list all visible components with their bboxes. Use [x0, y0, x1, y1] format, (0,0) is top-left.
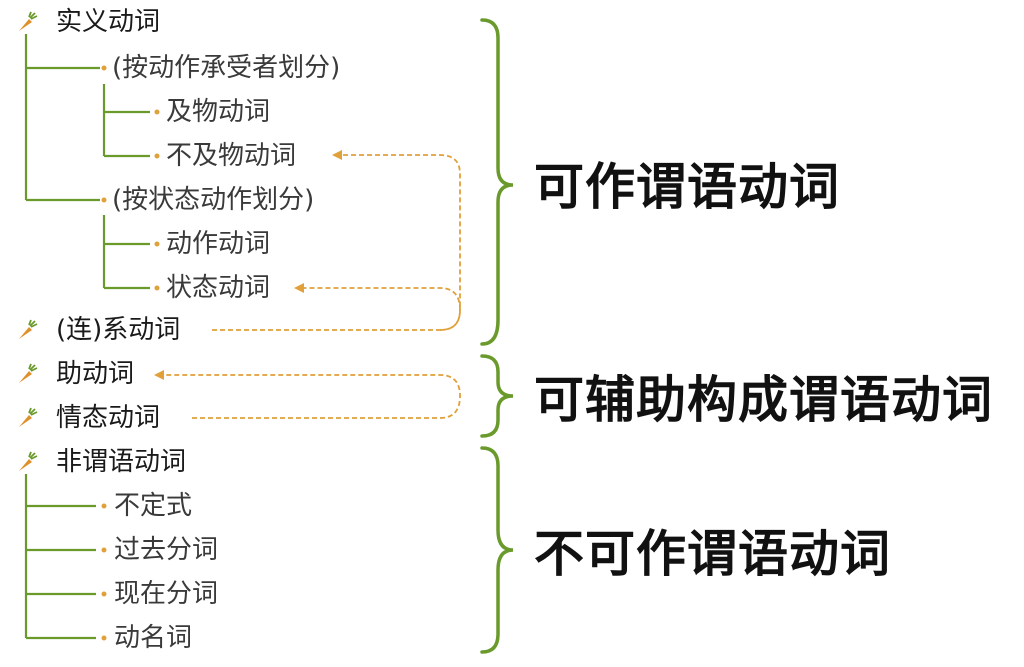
- group-braces: [480, 18, 514, 654]
- node-shiyi: 实义动词: [56, 7, 161, 37]
- bullet-dot: [101, 65, 107, 71]
- node-qingtai: 情态动词: [56, 403, 161, 433]
- node-guoqu: 过去分词: [114, 535, 219, 565]
- connector-feiweiyu-trunk: [24, 474, 96, 640]
- connector-shiyi-trunk: [24, 34, 100, 202]
- arrow-lianxi-to-zhuangtai: [300, 287, 461, 331]
- arrow-qingtai-to-zhu: [160, 374, 461, 419]
- bullet-dot: [154, 285, 160, 291]
- node-feiweiyu: 非谓语动词: [56, 447, 187, 477]
- group-label-g2: 可辅助构成谓语动词: [534, 371, 993, 429]
- tree-connectors: [24, 34, 150, 640]
- node-anchengshou: (按动作承受者划分): [112, 53, 341, 83]
- bullet-dot: [101, 197, 107, 203]
- carrot-icon: [19, 11, 38, 31]
- bullet-dot: [101, 635, 107, 641]
- carrot-icon: [19, 407, 38, 427]
- node-lianxi: (连)系动词: [56, 315, 181, 345]
- connector-anchengshou-trunk: [102, 84, 150, 158]
- bullet-dot: [154, 241, 160, 247]
- arrow-heads: [154, 150, 342, 380]
- carrot-icon: [19, 363, 38, 383]
- node-xianzai: 现在分词: [114, 579, 219, 609]
- node-zhu: 助动词: [56, 359, 135, 389]
- brace-g1: [480, 18, 514, 346]
- connector-anzhuangtai-trunk: [102, 215, 150, 290]
- node-zhuangtai: 状态动词: [166, 273, 271, 303]
- node-bujiwu: 不及物动词: [166, 141, 297, 171]
- group-label-g3: 不可作谓语动词: [534, 525, 891, 583]
- carrot-icon: [19, 451, 38, 471]
- brace-g2: [480, 354, 514, 438]
- node-dongming: 动名词: [114, 623, 193, 653]
- arrowhead-zhu: [154, 370, 164, 380]
- group-label-g1: 可作谓语动词: [534, 158, 840, 216]
- node-jiwu: 及物动词: [166, 97, 271, 127]
- node-budingshi: 不定式: [114, 491, 193, 521]
- arrowhead-zhuangtai: [294, 283, 304, 293]
- node-dongzuo: 动作动词: [166, 229, 271, 259]
- brace-g3: [480, 446, 514, 654]
- arrowhead-bujiwu: [332, 150, 342, 160]
- bullet-dot: [154, 153, 160, 159]
- carrot-icon: [19, 319, 38, 339]
- node-anzhuangtai: (按状态动作划分): [112, 185, 315, 215]
- bullet-dot: [101, 503, 107, 509]
- bullet-dot: [101, 547, 107, 553]
- dashed-arrows: [160, 154, 461, 419]
- bullet-dot: [154, 109, 160, 115]
- bullet-dot: [101, 591, 107, 597]
